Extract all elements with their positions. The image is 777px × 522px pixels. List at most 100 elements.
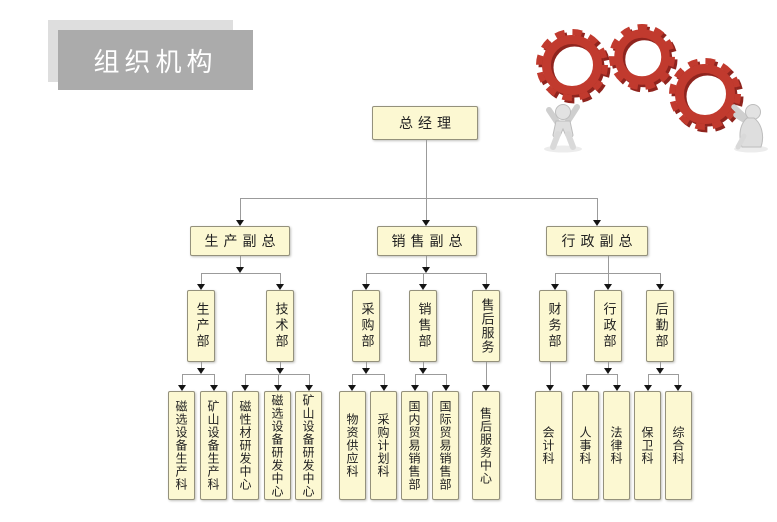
arrow-down-icon [362, 368, 370, 374]
arrow-down-icon [551, 284, 559, 290]
gear-icon [609, 24, 675, 90]
connector-line [426, 256, 427, 267]
org-node-mining-equipment-production: 矿山设备生产科 [200, 391, 227, 500]
connector-line [280, 273, 281, 284]
connector-line [182, 374, 214, 375]
connector-line [555, 273, 660, 274]
org-node-purchase-planning: 采购计划科 [370, 391, 397, 500]
arrow-down-icon [582, 385, 590, 391]
connector-line [245, 374, 309, 375]
connector-line [597, 198, 598, 220]
connector-line [423, 362, 424, 368]
connector-line [366, 273, 367, 284]
connector-line [352, 374, 353, 385]
arrow-down-icon [482, 385, 490, 391]
connector-line [423, 273, 424, 284]
arrow-down-icon [178, 385, 186, 391]
person-pushing-icon [731, 104, 768, 153]
connector-line [586, 374, 587, 385]
page-title: 组织机构 [93, 47, 218, 78]
org-node-aftersales-center: 售后服务中心 [472, 391, 500, 500]
arrow-down-icon [411, 385, 419, 391]
org-node-security: 保卫科 [634, 391, 661, 500]
connector-line [486, 362, 487, 385]
connector-line [201, 273, 202, 284]
connector-line [240, 256, 241, 267]
gear-icon [536, 29, 608, 101]
org-node-logistics-dept: 后勤部 [646, 290, 674, 362]
org-node-magnetic-material-rd: 磁性材研发中心 [232, 391, 259, 500]
arrow-down-icon [236, 267, 244, 273]
connector-line [280, 362, 281, 368]
org-node-material-supply: 物资供应科 [339, 391, 366, 500]
connector-line [486, 273, 487, 284]
connector-line [240, 198, 598, 199]
connector-line [446, 374, 447, 385]
connector-line [678, 374, 679, 385]
connector-line [660, 362, 661, 368]
title-banner: 组织机构 [58, 30, 253, 90]
arrow-down-icon [348, 385, 356, 391]
gear-icon [669, 58, 741, 130]
org-node-sales-vp: 销售副总 [377, 226, 477, 256]
arrow-down-icon [656, 368, 664, 374]
arrow-down-icon [674, 385, 682, 391]
arrow-down-icon [210, 385, 218, 391]
org-node-magsep-equipment-production: 磁选设备生产科 [168, 391, 195, 500]
person-lifting-icon [544, 104, 582, 153]
connector-line [415, 374, 446, 375]
connector-line [617, 374, 618, 385]
arrow-down-icon [419, 284, 427, 290]
org-node-finance-dept: 财务部 [539, 290, 567, 362]
org-node-admin-dept: 行政部 [594, 290, 622, 362]
org-node-aftersales-service: 售后服务 [472, 290, 500, 362]
arrow-down-icon [380, 385, 388, 391]
org-node-general-manager: 总经理 [372, 106, 478, 140]
connector-line [660, 273, 661, 284]
connector-line [201, 362, 202, 368]
connector-line [278, 374, 279, 385]
connector-line [352, 374, 384, 375]
org-node-domestic-trade-sales: 国内贸易销售部 [401, 391, 428, 500]
arrow-down-icon [644, 385, 652, 391]
connector-line [555, 273, 556, 284]
connector-line [586, 374, 617, 375]
org-node-legal: 法律科 [603, 391, 630, 500]
arrow-down-icon [197, 368, 205, 374]
arrow-down-icon [276, 368, 284, 374]
connector-line [240, 198, 241, 220]
connector-line [608, 362, 609, 368]
arrow-down-icon [546, 385, 554, 391]
connector-line [366, 273, 486, 274]
org-node-personnel: 人事科 [572, 391, 599, 500]
arrow-down-icon [604, 284, 612, 290]
org-node-mining-equipment-rd: 矿山设备研发中心 [295, 391, 322, 500]
org-node-international-trade-sales: 国际贸易销售部 [432, 391, 459, 500]
connector-line [550, 362, 551, 385]
connector-line [309, 374, 310, 385]
arrow-down-icon [422, 267, 430, 273]
arrow-down-icon [274, 385, 282, 391]
connector-line [182, 374, 183, 385]
arrow-down-icon [613, 385, 621, 391]
org-node-magsep-equipment-rd: 磁选设备研发中心 [264, 391, 291, 500]
arrow-down-icon [593, 220, 601, 226]
arrow-down-icon [419, 368, 427, 374]
connector-line [648, 374, 679, 375]
arrow-down-icon [305, 385, 313, 391]
org-node-production-dept: 生产部 [187, 290, 215, 362]
connector-line [415, 374, 416, 385]
arrow-down-icon [362, 284, 370, 290]
arrow-down-icon [241, 385, 249, 391]
org-node-sales-dept: 销售部 [409, 290, 437, 362]
arrow-down-icon [422, 220, 430, 226]
arrow-down-icon [482, 284, 490, 290]
connector-line [245, 374, 246, 385]
gears-illustration [536, 24, 768, 153]
arrow-down-icon [197, 284, 205, 290]
connector-line [608, 256, 609, 284]
arrow-down-icon [236, 220, 244, 226]
connector-line [214, 374, 215, 385]
org-node-purchasing-dept: 采购部 [352, 290, 380, 362]
